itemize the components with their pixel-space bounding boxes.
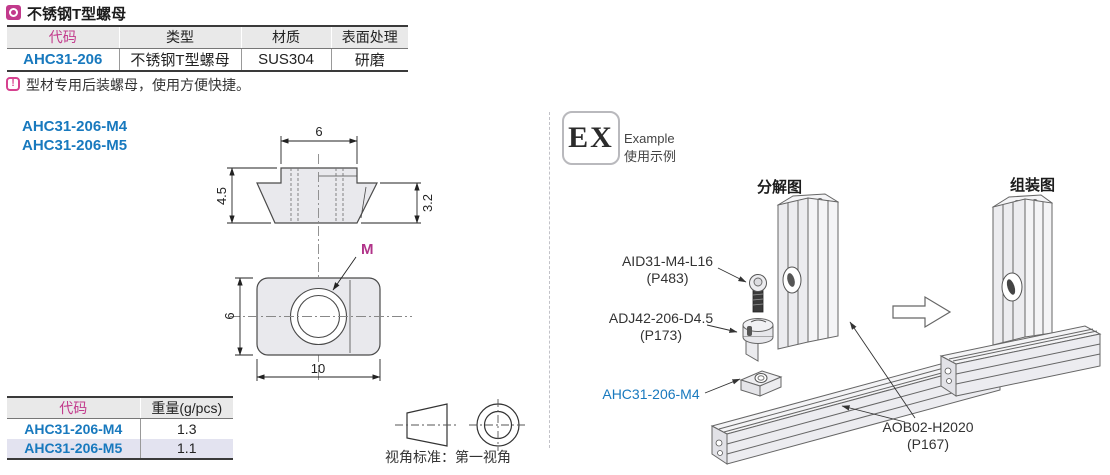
- vertical-profile-exploded: [776, 193, 840, 350]
- spec-header-code: 代码: [7, 26, 120, 49]
- weight-table: 代码 重量(g/pcs) AHC31-206-M4 1.3 AHC31-206-…: [7, 396, 233, 460]
- dim-body-width: 10: [256, 359, 381, 381]
- callout-code: ADJ42-206-D4.5: [608, 310, 714, 326]
- part-code-link[interactable]: AHC31-206: [7, 48, 120, 71]
- svg-text:6: 6: [315, 124, 322, 139]
- horizontal-profile-assembled: [939, 325, 1102, 397]
- top-view-drawing: M 6 10: [222, 241, 412, 381]
- spec-material-value: SUS304: [241, 48, 332, 71]
- dim-body-height: 6: [222, 277, 253, 356]
- callout-screw: AID31-M4-L16 (P483): [605, 253, 730, 287]
- spec-header-row: 代码 类型 材质 表面处理: [7, 26, 408, 49]
- part-code-link[interactable]: AHC31-206-M5: [7, 438, 141, 459]
- example-caption-zh: 使用示例: [624, 149, 677, 164]
- callout-code: AOB02-H2020: [882, 419, 974, 435]
- callout-code: AID31-M4-L16: [621, 253, 714, 269]
- callout-page: (P173): [639, 327, 683, 343]
- assembled-view-label: 组装图: [1010, 177, 1056, 194]
- example-diagram: [704, 193, 1102, 465]
- page-title: 不锈钢T型螺母: [27, 6, 127, 23]
- projection-standard-label: 视角标准：第一视角: [385, 449, 511, 465]
- dim-total-height: 4.5: [214, 167, 277, 224]
- weight-value: 1.3: [177, 420, 197, 437]
- svg-text:4.5: 4.5: [214, 187, 229, 205]
- spec-table: 代码 类型 材质 表面处理 AHC31-206 不锈钢T型螺母 SUS304 研…: [7, 25, 408, 72]
- svg-text:6: 6: [222, 312, 237, 319]
- cone-side-view-symbol: [406, 403, 448, 447]
- side-view-drawing: 6 4.5 3.2: [214, 124, 435, 381]
- thread-callout: M: [332, 241, 374, 291]
- dim-flange-height: 3.2: [361, 182, 435, 224]
- part-number-list: AHC31-206-M4 AHC31-206-M5: [22, 117, 127, 155]
- dim-top-width: 6: [280, 124, 358, 164]
- exploded-view-label: 分解图: [757, 179, 803, 196]
- spec-finish-value: 研磨: [331, 48, 408, 71]
- transition-arrow-icon: [892, 295, 952, 329]
- section-marker-icon: [6, 5, 21, 20]
- callout-page: (P167): [906, 436, 950, 452]
- svg-text:10: 10: [311, 361, 325, 376]
- spec-header-finish: 表面处理: [331, 26, 408, 49]
- example-badge: EX: [562, 111, 620, 165]
- callout-anchor: ADJ42-206-D4.5 (P173): [596, 310, 726, 344]
- callout-page: (P483): [646, 270, 689, 286]
- callout-tnut: AHC31-206-M4: [596, 386, 706, 403]
- part-code-link[interactable]: AHC31-206-M4: [602, 386, 700, 402]
- note-text: 型材专用后装螺母，使用方便快捷。: [26, 77, 250, 93]
- section-divider: [549, 112, 550, 448]
- weight-header-code: 代码: [7, 397, 141, 419]
- screw-drawing: [749, 274, 767, 313]
- svg-text:M: M: [361, 241, 374, 258]
- svg-text:3.2: 3.2: [420, 194, 435, 212]
- part-code-link[interactable]: AHC31-206-M4: [7, 418, 141, 439]
- example-caption-en: Example: [624, 131, 675, 146]
- part-number-m5[interactable]: AHC31-206-M5: [22, 137, 128, 154]
- callout-profile: AOB02-H2020 (P167): [868, 419, 988, 453]
- spec-header-type: 类型: [119, 26, 242, 49]
- weight-value: 1.1: [140, 438, 233, 459]
- leader-lines: [704, 267, 916, 423]
- spec-header-material: 材质: [241, 26, 332, 49]
- spec-type-value: 不锈钢T型螺母: [119, 48, 242, 71]
- note-icon: !: [6, 77, 20, 91]
- vertical-profile-assembled: [991, 194, 1054, 346]
- anchor-connector-drawing: [742, 318, 774, 362]
- tnut-drawing: [739, 370, 783, 397]
- projection-symbol: [395, 399, 527, 451]
- circle-glyph: [9, 8, 18, 17]
- part-number-m4[interactable]: AHC31-206-M4: [22, 118, 128, 135]
- weight-row-m4: AHC31-206-M4 1.3: [7, 418, 233, 439]
- spec-data-row: AHC31-206 不锈钢T型螺母 SUS304 研磨: [7, 48, 408, 71]
- technical-drawing: 6 4.5 3.2: [214, 124, 435, 381]
- weight-row-m5: AHC31-206-M5 1.1: [7, 438, 233, 459]
- weight-header-weight: 重量(g/pcs): [140, 397, 233, 419]
- thread-hidden-lines: [290, 168, 344, 223]
- weight-header-row: 代码 重量(g/pcs): [7, 397, 233, 419]
